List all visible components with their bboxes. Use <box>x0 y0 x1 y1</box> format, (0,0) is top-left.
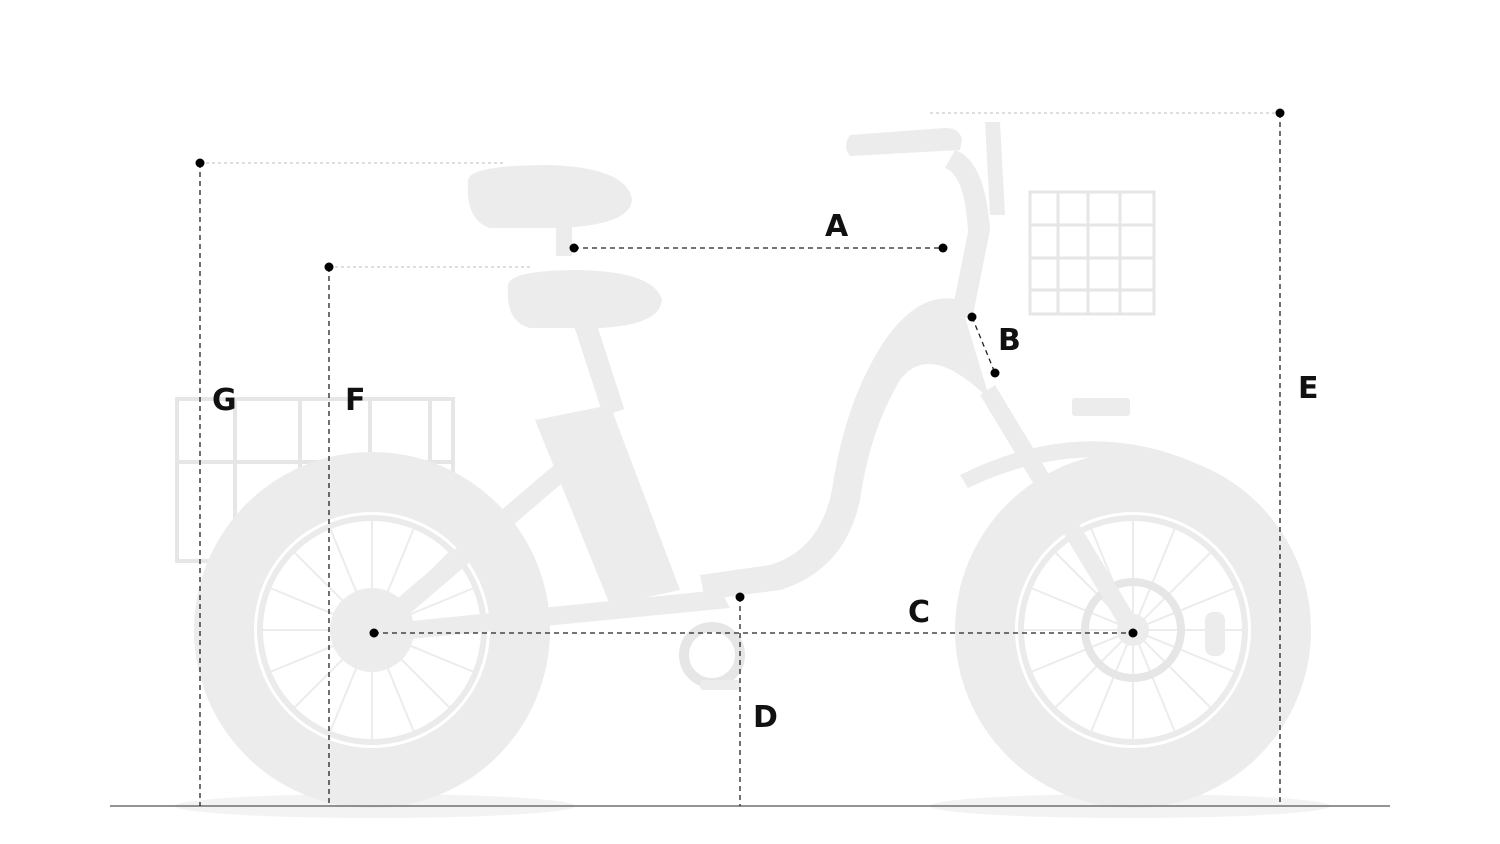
dimension-d: D <box>735 592 778 806</box>
kickstand <box>1205 612 1225 656</box>
pedal <box>700 680 740 690</box>
front-basket <box>1028 190 1156 316</box>
dimension-a: A <box>569 209 948 253</box>
dimension-e: E <box>930 108 1319 806</box>
seat-stay <box>372 460 575 634</box>
front-light <box>1072 398 1130 416</box>
saddle-lower <box>507 270 662 328</box>
seat-post <box>574 318 625 417</box>
bike-silhouette <box>175 122 1311 808</box>
handlebar-bar <box>985 122 1005 215</box>
chainring <box>679 622 745 688</box>
label-f: F <box>345 383 366 418</box>
label-b: B <box>998 323 1021 358</box>
saddle-upper <box>467 165 632 228</box>
label-d: D <box>753 700 778 735</box>
label-e: E <box>1298 371 1319 406</box>
dimension-c: C <box>369 595 1138 638</box>
label-g: G <box>212 383 237 418</box>
battery-tube <box>535 405 680 605</box>
dimension-b: B <box>967 312 1021 378</box>
stem <box>945 150 990 320</box>
dimension-g: G <box>195 158 505 806</box>
handlebar <box>846 128 962 156</box>
chain-stay <box>372 590 730 642</box>
label-a: A <box>825 209 849 244</box>
dimension-f: F <box>324 262 530 806</box>
saddle-upper-post <box>556 226 572 256</box>
main-frame <box>700 298 990 600</box>
front-fork <box>980 385 1140 635</box>
label-c: C <box>908 595 930 630</box>
